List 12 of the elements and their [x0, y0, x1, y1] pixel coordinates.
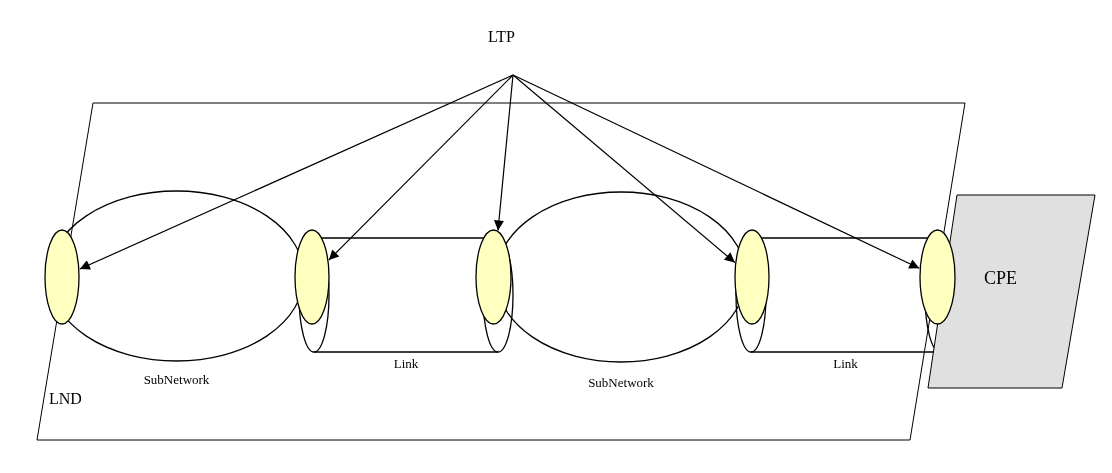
subnetwork-label: SubNetwork: [143, 373, 210, 388]
leader-line: [79, 74, 514, 270]
leader-line: [512, 74, 920, 269]
device-label: CPE: [984, 268, 1017, 289]
link-label: Link: [393, 357, 419, 372]
leader-line: [512, 74, 736, 264]
pointer-label: LTP: [488, 28, 515, 47]
plane-label: LND: [49, 390, 82, 409]
leader-line: [494, 74, 514, 231]
subnetwork-label: SubNetwork: [588, 376, 654, 391]
leader-line: [328, 74, 514, 261]
link-label: Link: [833, 357, 858, 372]
